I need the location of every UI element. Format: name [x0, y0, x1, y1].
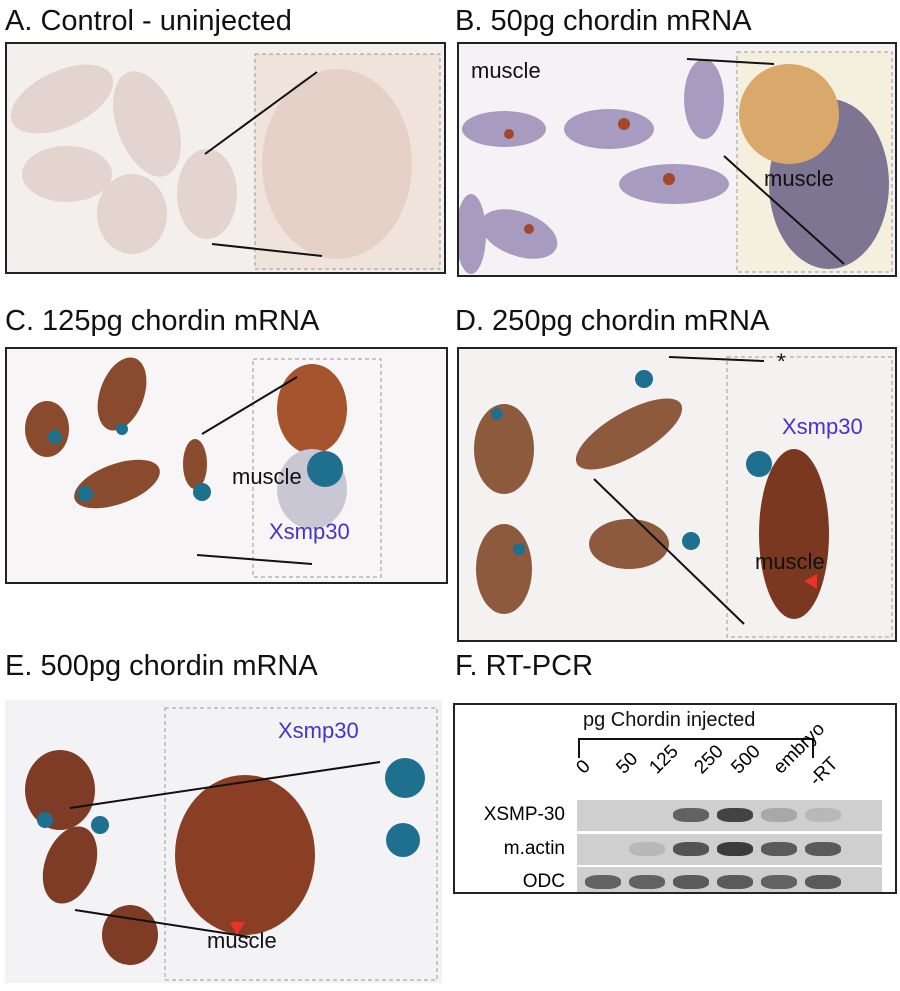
- panel-d-title: D. 250pg chordin mRNA: [455, 305, 770, 337]
- lane-bracket: [578, 738, 814, 758]
- gel-band: [805, 875, 841, 889]
- gel-row-label: m.actin: [503, 838, 565, 859]
- gel-band: [717, 875, 753, 889]
- gel-band: [585, 875, 621, 889]
- panel-e-title: E. 500pg chordin mRNA: [5, 650, 318, 682]
- gel-header: pg Chordin injected: [583, 709, 756, 731]
- gel-strip: [577, 834, 882, 865]
- gel-band: [717, 808, 753, 822]
- gel-band: [805, 808, 841, 822]
- gel-band: [673, 808, 709, 822]
- gel-strip: [577, 867, 882, 892]
- panel-c-title: C. 125pg chordin mRNA: [5, 305, 320, 337]
- muscle-label: muscle: [755, 549, 825, 574]
- muscle-label: muscle: [764, 166, 834, 191]
- xsmp30-label: Xsmp30: [278, 718, 359, 743]
- panel-d-image: Xsmp30 muscle *: [457, 347, 897, 642]
- panel-b-image: muscle muscle: [457, 42, 897, 277]
- lane-label: -RT: [805, 753, 843, 791]
- xsmp30-label: Xsmp30: [782, 414, 863, 439]
- panel-f-title: F. RT-PCR: [455, 650, 594, 682]
- gel-band: [717, 842, 753, 856]
- gel-band: [761, 842, 797, 856]
- gel-row-label: XSMP-30: [483, 804, 565, 825]
- gel-band: [673, 875, 709, 889]
- lane-label: 0: [572, 755, 595, 779]
- muscle-label: muscle: [207, 928, 277, 953]
- asterisk-mark: *: [777, 349, 786, 374]
- gel-row-label: ODC: [522, 871, 565, 892]
- gel-band: [673, 842, 709, 856]
- gel-band: [761, 808, 797, 822]
- panel-c-image: muscle Xsmp30: [5, 347, 448, 584]
- gel-band: [761, 875, 797, 889]
- xsmp30-label: Xsmp30: [269, 519, 350, 544]
- muscle-label: muscle: [232, 464, 302, 489]
- panel-a-title: A. Control - uninjected: [5, 5, 292, 37]
- panel-b-title: B. 50pg chordin mRNA: [455, 5, 752, 37]
- panel-e-image: Xsmp30 muscle: [5, 700, 442, 983]
- gel-band: [805, 842, 841, 856]
- gel-band: [629, 842, 665, 856]
- muscle-label: muscle: [471, 58, 541, 83]
- gel-band: [629, 875, 665, 889]
- panel-a-image: [5, 42, 446, 274]
- gel-strip: [577, 800, 882, 831]
